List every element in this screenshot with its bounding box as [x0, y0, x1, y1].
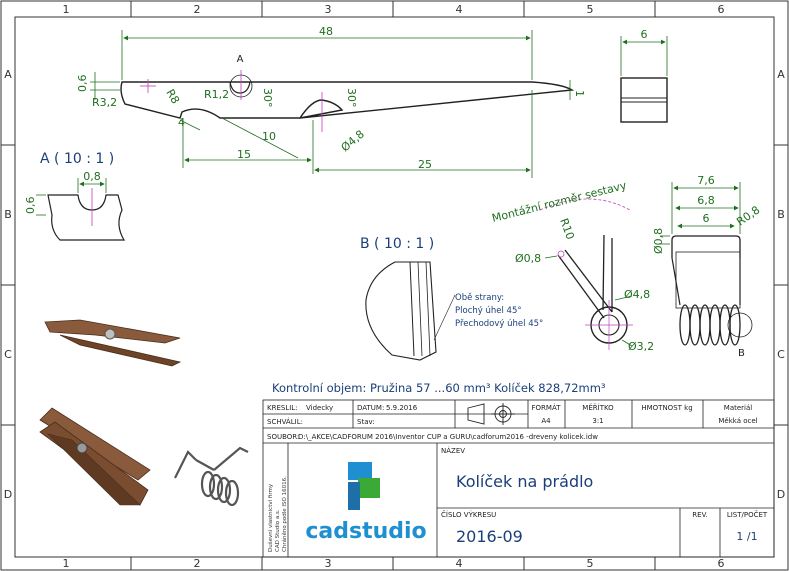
dim-thickness: 0,6: [76, 75, 89, 93]
value-soubor: D:\_AKCE\CADFORUM 2016\Inventor CUP a GU…: [298, 433, 598, 441]
owner-line-2: CAD Studio a.s.: [275, 509, 281, 552]
dim-radius-tip: R3,2: [92, 96, 117, 109]
label-kreslil: KRESLIL:: [267, 404, 298, 412]
dim-width-6: 6: [641, 28, 648, 41]
volume-note: Kontrolní objem: Pružina 57 ...60 mm³ Ko…: [272, 381, 606, 395]
spring-coils: [679, 304, 741, 346]
projection-symbol-icon: [467, 403, 515, 425]
detail-b-note-1: Obě strany:: [455, 293, 504, 303]
col-label-top: 2: [194, 3, 201, 16]
dim-radius-r8: R8: [163, 87, 182, 106]
main-part-view: 48 0,6 R3,2 R8 R1,2 30° 30° 4 10 15 25 Ø…: [76, 25, 586, 178]
dim-side-dia-0-8: Ø0,8: [652, 228, 665, 254]
row-label-right: C: [777, 348, 785, 361]
col-label-top: 6: [718, 3, 725, 16]
detail-b-title: B ( 10 : 1 ): [360, 236, 434, 252]
dim-angle-2: 30°: [345, 88, 358, 108]
label-stav: Stav:: [357, 418, 375, 426]
label-soubor: SOUBOR:: [267, 433, 299, 441]
row-label-right: A: [777, 68, 785, 81]
value-datum: 5.9.2016: [386, 404, 418, 412]
cadstudio-logo: cadstudio: [305, 462, 427, 544]
detail-b-note-3: Přechodový úhel 45°: [455, 319, 543, 329]
dim-spring-r10: R10: [557, 217, 577, 242]
col-label-bottom: 2: [194, 557, 201, 570]
owner-line-1: Duševní vlastnictví firmy: [267, 483, 274, 552]
col-label-top: 1: [63, 3, 70, 16]
dim-10: 10: [262, 130, 276, 143]
detail-b-note-2: Plochý úhel 45°: [455, 306, 522, 316]
label-material: Materiál: [724, 404, 752, 412]
col-label-top: 4: [456, 3, 463, 16]
dim-side-r0-8: R0,8: [734, 203, 762, 228]
clothespin-illustration-small: [44, 319, 182, 367]
col-label-top: 3: [325, 3, 332, 16]
value-material: Měkká ocel: [718, 417, 757, 425]
col-label-bottom: 5: [587, 557, 594, 570]
spring-side-view: 7,6 6,8 6 R0,8 Ø0,8 B: [652, 174, 762, 359]
row-label-left: A: [4, 68, 12, 81]
row-label-left: B: [4, 208, 12, 221]
col-label-top: 5: [587, 3, 594, 16]
dim-radius-r1-2: R1,2: [204, 88, 229, 101]
drawing-title: Kolíček na prádlo: [456, 472, 593, 491]
row-label-right: B: [777, 208, 785, 221]
detail-marker-b: B: [738, 348, 745, 359]
dim-15: 15: [237, 148, 251, 161]
detail-b-view: B ( 10 : 1 ) Obě strany: Plochý úhel 45°…: [360, 236, 543, 361]
label-nazev: NÁZEV: [441, 446, 465, 455]
clothespin-illustration-large: [39, 407, 151, 506]
detail-a-title: A ( 10 : 1 ): [40, 151, 114, 167]
col-label-bottom: 3: [325, 557, 332, 570]
dim-spring-dia-4-8: Ø4,8: [624, 288, 650, 301]
label-list: LIST/POČET: [727, 510, 768, 519]
frame-labels: 1 2 3 4 5 6 1 2 3 4 5 6 A B C D A B C D: [4, 3, 785, 570]
value-list: 1 /1: [736, 530, 757, 543]
owner-line-3: Chráněno podle ISO 16016.: [281, 476, 288, 552]
title-block-text: KRESLIL: Videcky SCHVÁLIL: DATUM: 5.9.20…: [267, 403, 768, 552]
col-label-bottom: 1: [63, 557, 70, 570]
value-format: A4: [541, 417, 551, 425]
label-format: FORMÁT: [532, 403, 562, 412]
label-meritko: MĚŘÍTKO: [582, 403, 614, 412]
dim-side-6: 6: [703, 212, 710, 225]
dim-25: 25: [418, 158, 432, 171]
dim-side-6-8: 6,8: [697, 194, 715, 207]
label-datum: DATUM:: [357, 404, 384, 412]
section-marker-a: A: [237, 54, 244, 65]
dim-detail-a-0-6: 0,6: [24, 197, 37, 215]
label-cislo: ČÍSLO VÝKRESU: [441, 510, 496, 519]
row-label-right: D: [777, 488, 785, 501]
dim-4: 4: [178, 116, 185, 129]
drawing-number: 2016-09: [456, 527, 523, 546]
owner-notice: Duševní vlastnictví firmy CAD Studio a.s…: [267, 476, 288, 552]
label-schvalil: SCHVÁLIL:: [267, 417, 303, 426]
title-block-lines: [262, 399, 775, 558]
col-label-bottom: 6: [718, 557, 725, 570]
dim-detail-a-0-8: 0,8: [83, 170, 101, 183]
dim-side-7-6: 7,6: [697, 174, 715, 187]
dim-spring-dia-3-2: Ø3,2: [628, 340, 654, 353]
mount-dimension-label: Montážní rozměr sestavy: [491, 179, 629, 225]
label-rev: REV.: [692, 511, 707, 519]
dim-angle-1: 30°: [261, 88, 274, 108]
value-kreslil: Videcky: [306, 404, 333, 412]
dim-spring-dia-0-8: Ø0,8: [515, 252, 541, 265]
detail-a-view: A ( 10 : 1 ) 0,8 0,6: [24, 151, 126, 241]
spring-illustration: [174, 446, 249, 507]
dim-length: 48: [319, 25, 333, 38]
col-label-bottom: 4: [456, 557, 463, 570]
row-label-left: C: [4, 348, 12, 361]
label-hmotnost: HMOTNOST kg: [641, 404, 692, 412]
dim-1: 1: [573, 90, 586, 97]
side-view: 6: [620, 28, 668, 123]
logo-wordmark: cadstudio: [305, 519, 426, 544]
row-label-left: D: [4, 488, 12, 501]
dim-diameter-4-8: Ø4,8: [339, 128, 367, 155]
value-meritko: 3:1: [592, 417, 603, 425]
